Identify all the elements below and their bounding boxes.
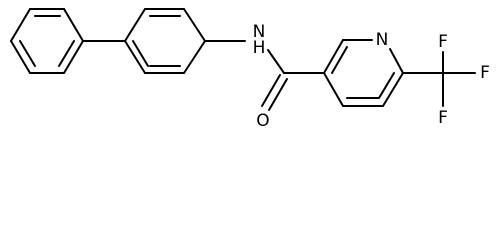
phenyl-ring	[10, 8, 84, 74]
carbonyl-oxygen-label: O	[256, 111, 269, 131]
phenylene-ring	[124, 8, 206, 74]
pyridine-ring	[323, 39, 404, 107]
pyridine-nitrogen-label: N	[376, 30, 389, 50]
chemical-structure: N H O N F F F	[10, 8, 490, 131]
fluorine-right-label: F	[480, 63, 490, 83]
amide-hydrogen-label: H	[253, 38, 266, 58]
amide-nitrogen-label: N	[253, 22, 266, 42]
fluorine-top-label: F	[438, 32, 448, 52]
fluorine-bottom-label: F	[438, 108, 448, 128]
amide-cn-bond	[267, 49, 285, 74]
carbonyl-double-bond	[261, 74, 288, 111]
trifluoromethyl-group	[442, 51, 476, 107]
